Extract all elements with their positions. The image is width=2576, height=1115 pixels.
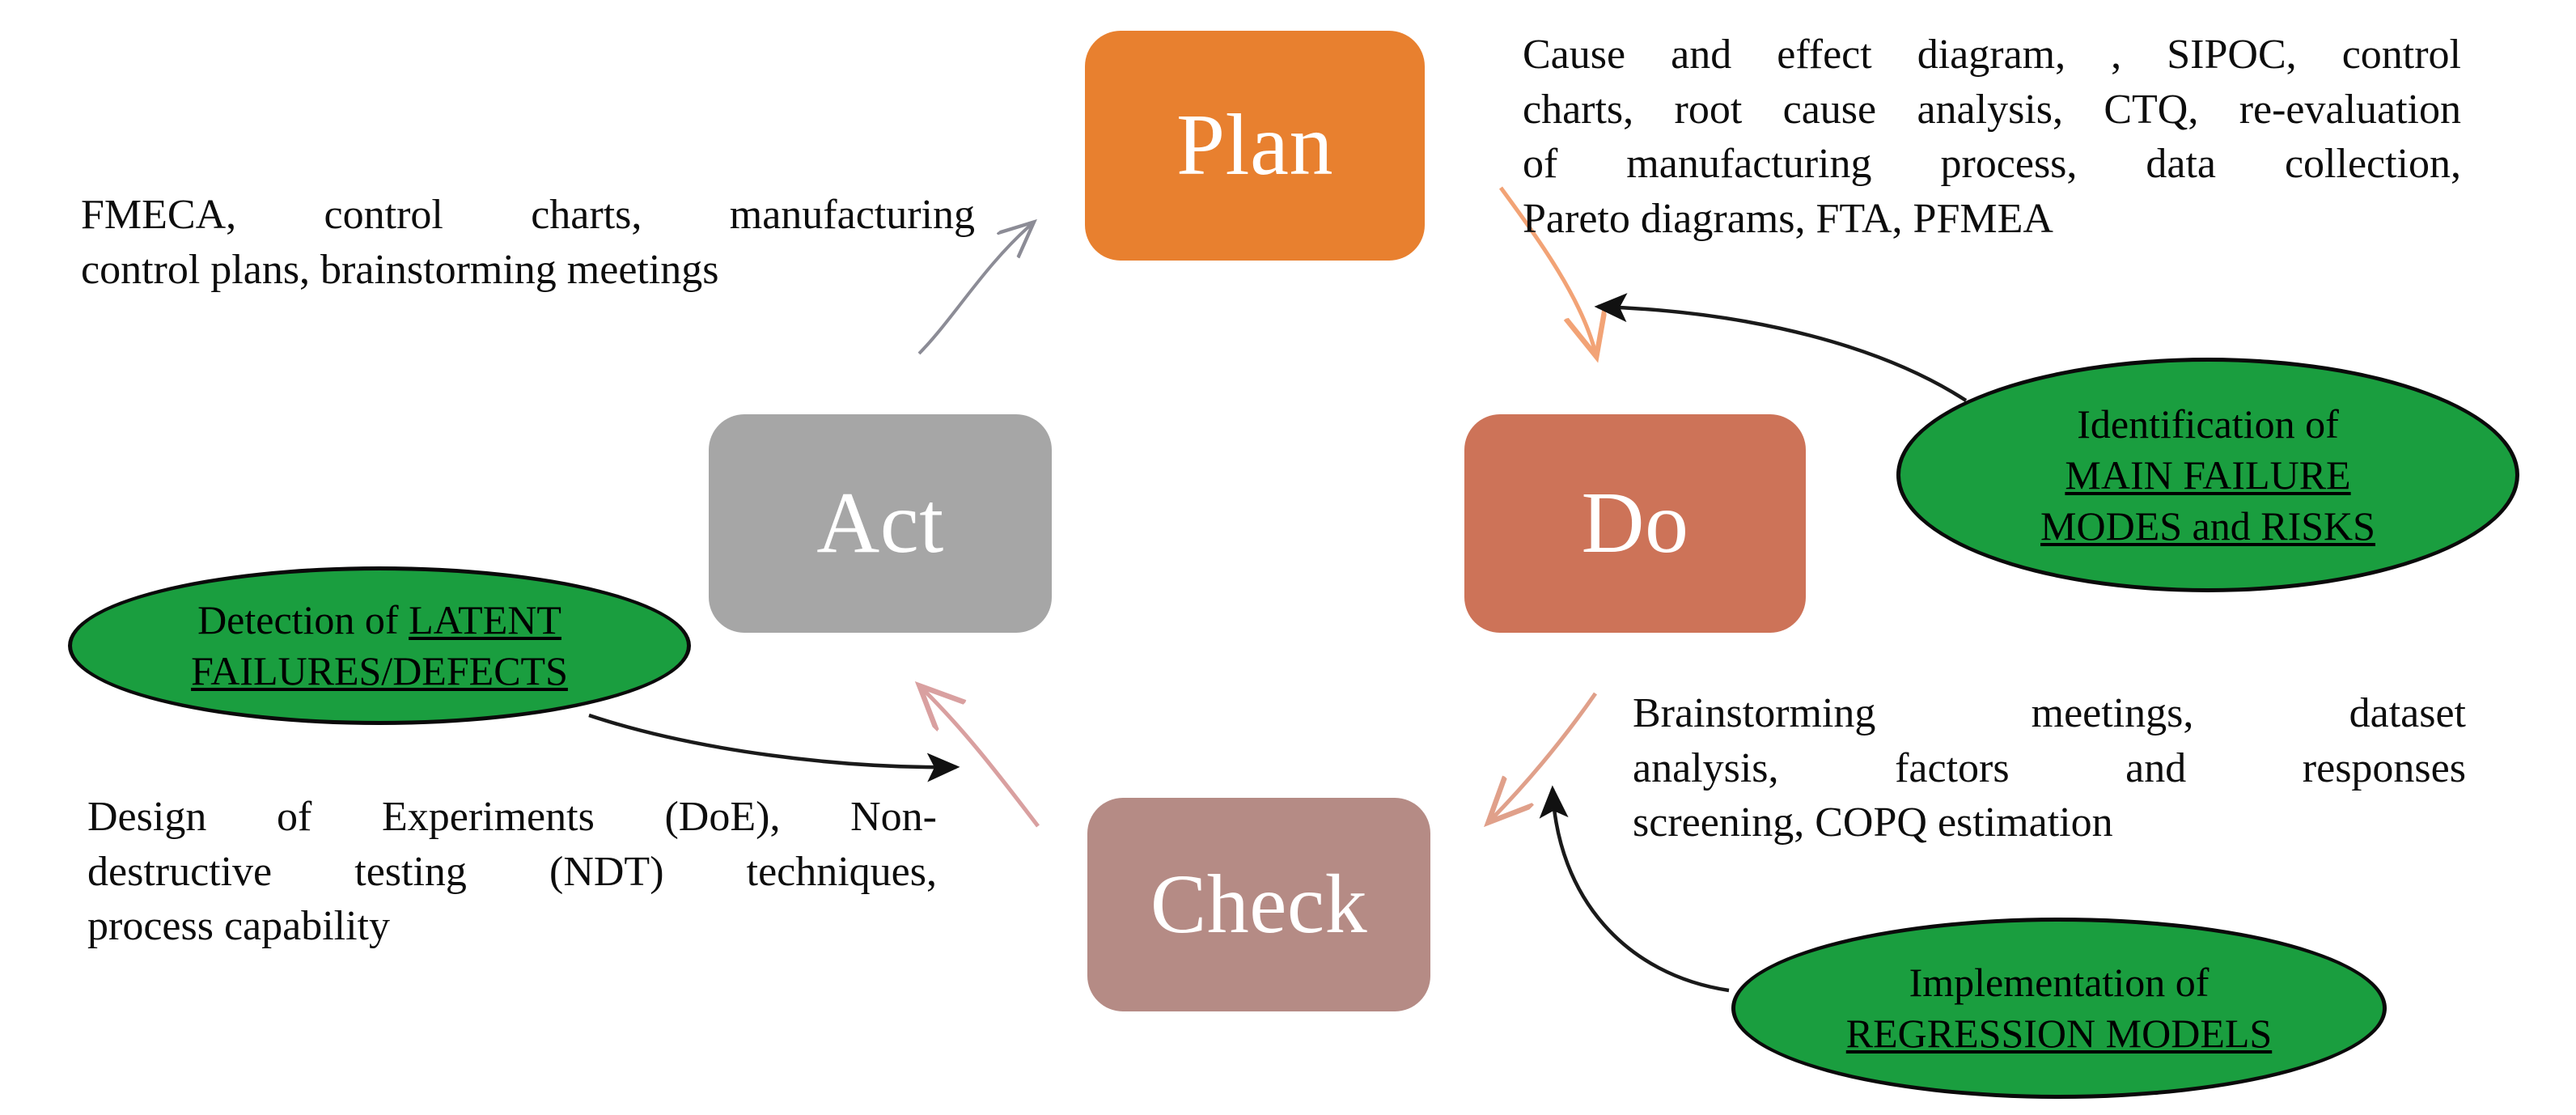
tool-text-check: Brainstorming meetings, dataset analysis… [1633, 686, 2466, 850]
arrow-check-to-act [922, 689, 1040, 828]
tool-text-plan-line-3: of manufacturing process, data collectio… [1523, 141, 2461, 188]
phase-box-do[interactable]: Do [1464, 414, 1806, 633]
outcome-main-failure-line-2: MAIN FAILURE [2065, 452, 2351, 498]
outcome-main-failure-line-1: Identification of [2077, 401, 2339, 447]
tool-text-act-line-1: FMECA, control charts, manufacturing [81, 192, 975, 238]
tool-text-act-line-2: control plans, brainstorming meetings [81, 246, 719, 293]
tool-text-check-line-1: Brainstorming meetings, dataset [1633, 690, 2466, 736]
outcome-regression-line-1: Implementation of [1909, 960, 2210, 1005]
phase-box-plan[interactable]: Plan [1085, 31, 1425, 261]
outcome-latent-line-2: FAILURES/DEFECTS [191, 648, 568, 693]
phase-box-act[interactable]: Act [709, 414, 1052, 633]
arrow-main-failure-to-plan-do [1594, 293, 1968, 402]
phase-box-check[interactable]: Check [1087, 798, 1430, 1011]
tool-text-plan-line-4: Pareto diagrams, FTA, PFMEA [1523, 195, 2053, 242]
phase-label-do: Do [1581, 475, 1689, 571]
arrow-do-to-check [1491, 692, 1598, 820]
outcome-latent-line-1: Detection of LATENT [197, 595, 561, 646]
tool-text-plan-line-2: charts, root cause analysis, CTQ, re-eva… [1523, 86, 2461, 133]
tool-text-plan-line-1: Cause and effect diagram, , SIPOC, contr… [1523, 32, 2461, 78]
tool-text-do-line-1: Design of Experiments (DoE), Non- [87, 794, 937, 840]
tool-text-plan: Cause and effect diagram, , SIPOC, contr… [1523, 28, 2461, 246]
tool-text-check-line-3: screening, COPQ estimation [1633, 799, 2113, 846]
tool-text-check-line-2: analysis, factors and responses [1633, 744, 2466, 791]
phase-label-check: Check [1150, 858, 1368, 951]
tool-text-do: Design of Experiments (DoE), Non- destru… [87, 790, 937, 954]
tool-text-do-line-3: process capability [87, 903, 390, 950]
phase-label-act: Act [816, 475, 944, 571]
outcome-ellipse-latent-failures[interactable]: Detection of LATENT FAILURES/DEFECTS [68, 566, 691, 725]
outcome-latent-line-1-underlined: LATENT [409, 597, 561, 642]
outcome-main-failure-line-3: MODES and RISKS [2040, 502, 2375, 549]
tool-text-act: FMECA, control charts, manufacturing con… [81, 188, 975, 297]
phase-label-plan: Plan [1176, 97, 1333, 193]
outcome-ellipse-main-failure[interactable]: Identification of MAIN FAILURE MODES and… [1896, 358, 2519, 592]
tool-text-do-line-2: destructive testing (NDT) techniques, [87, 848, 937, 895]
outcome-regression-line-2: REGRESSION MODELS [1845, 1011, 2273, 1056]
outcome-latent-line-1-plain: Detection of [197, 597, 409, 642]
outcome-ellipse-regression-models[interactable]: Implementation of REGRESSION MODELS [1731, 918, 2387, 1099]
arrow-latent-to-check-act [588, 713, 960, 782]
